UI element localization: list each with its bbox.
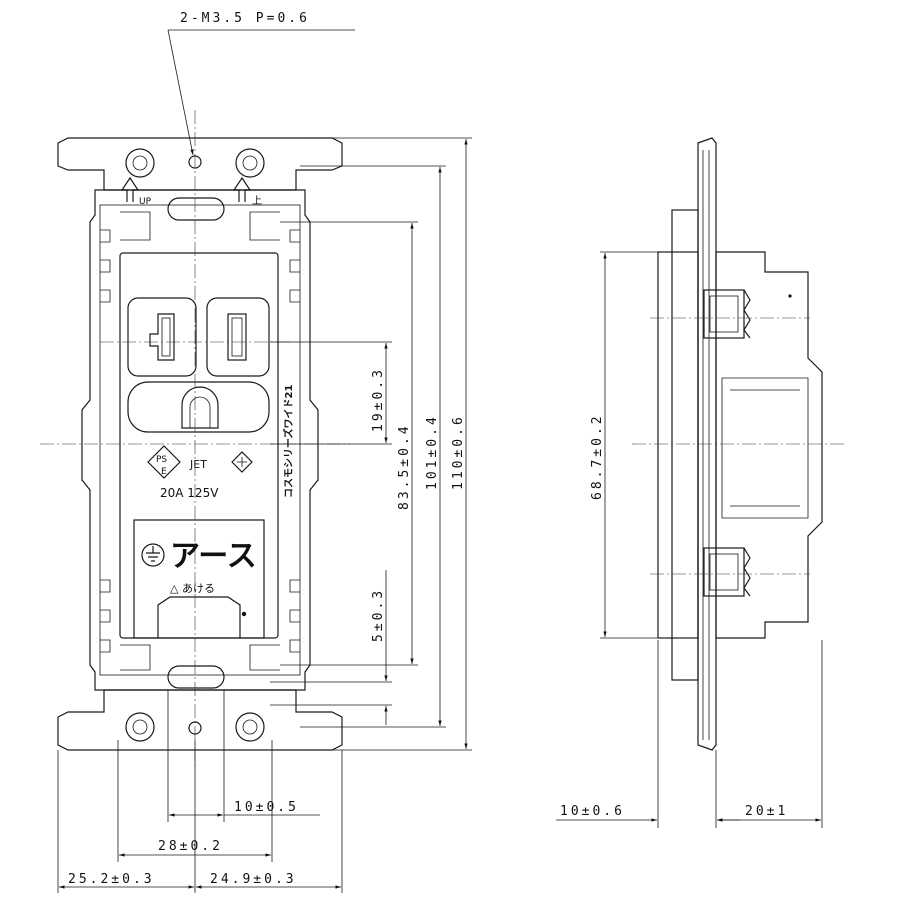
screw-spec-text: 2-M3.5 P=0.6 — [180, 11, 310, 26]
earth-label: アース — [170, 539, 257, 574]
dim-110: 110±0.6 — [451, 414, 466, 490]
dim-101: 101±0.4 — [425, 414, 440, 490]
side-dims: 68.7±0.2 10±0.6 20±1 — [556, 251, 823, 828]
dim-10: 10±0.5 — [234, 800, 299, 815]
side-rear-body — [715, 251, 823, 639]
dim-83-5: 83.5±0.4 — [397, 423, 412, 510]
ground-hole-inner — [189, 396, 211, 428]
dim-24-9: 24.9±0.3 — [210, 872, 297, 887]
side-face-plate — [657, 251, 699, 639]
dim-10-side: 10±0.6 — [560, 804, 625, 819]
front-vertical-dims: 110±0.6 101±0.4 83.5±0.4 19±0.3 5±0.3 — [270, 137, 472, 751]
dim-25-2: 25.2±0.3 — [68, 872, 155, 887]
front-horizontal-dims: 10±0.5 28±0.2 25.2±0.3 24.9±0.3 — [57, 690, 343, 893]
pse-bottom: E — [161, 467, 167, 477]
series-text: コスモシリーズワイド21 — [282, 385, 295, 498]
socket-right-slot-inner — [231, 317, 243, 357]
lower-holders — [120, 644, 280, 671]
socket-left-cavity — [127, 297, 197, 377]
socket-right-cavity — [206, 297, 270, 377]
upper-holders — [120, 211, 280, 241]
frame-body — [81, 189, 319, 691]
frame-teeth — [100, 229, 300, 653]
jet-mark: JET — [189, 458, 207, 471]
top-slot — [167, 197, 225, 221]
earth-symbol-icon — [141, 543, 165, 567]
up-arrow-left-icon — [120, 176, 140, 202]
side-view — [632, 137, 845, 751]
up-arrow-left-label: UP — [139, 197, 152, 207]
open-label: △ あける — [170, 582, 215, 595]
ground-hole — [181, 386, 219, 429]
screw-bottom-left — [125, 712, 155, 742]
earth-latch — [157, 596, 241, 638]
dim-5: 5±0.3 — [371, 588, 386, 642]
socket-left-slot-inner — [161, 317, 171, 357]
dim-19: 19±0.3 — [371, 367, 386, 432]
latch-dot — [241, 611, 247, 617]
inner-frame — [99, 204, 301, 676]
outlet-face — [119, 252, 279, 639]
dim-28: 28±0.2 — [158, 839, 223, 854]
earth-cover — [133, 519, 265, 639]
up-arrow-right-label: 上 — [252, 195, 262, 207]
socket-right-slot — [227, 313, 247, 361]
certification-mark-icon — [231, 451, 253, 473]
lower-terminal — [703, 547, 751, 597]
screw-top-left — [125, 148, 155, 178]
ground-pad — [127, 381, 270, 433]
screw-spec-callout: 2-M3.5 P=0.6 — [167, 11, 355, 156]
side-frame — [671, 209, 699, 681]
bottom-bracket — [57, 689, 343, 751]
socket-left-slot-t — [149, 313, 175, 361]
top-bracket — [57, 137, 343, 191]
up-arrow-right-icon — [232, 176, 252, 202]
bottom-slot — [167, 665, 225, 689]
screw-bottom-right — [235, 712, 265, 742]
dim-68-7: 68.7±0.2 — [590, 413, 605, 500]
dim-20-side: 20±1 — [745, 804, 788, 819]
rating-label: 20A 125V — [160, 486, 219, 500]
screw-top-right — [235, 148, 265, 178]
upper-terminal — [703, 289, 751, 339]
pse-top: PS — [156, 455, 167, 465]
side-mounting-plate — [697, 137, 717, 751]
pse-mark-icon: PS E — [147, 445, 181, 479]
front-view: UP 上 PS E JET 20A 125V コスモシリーズワイド21 — [40, 110, 350, 770]
